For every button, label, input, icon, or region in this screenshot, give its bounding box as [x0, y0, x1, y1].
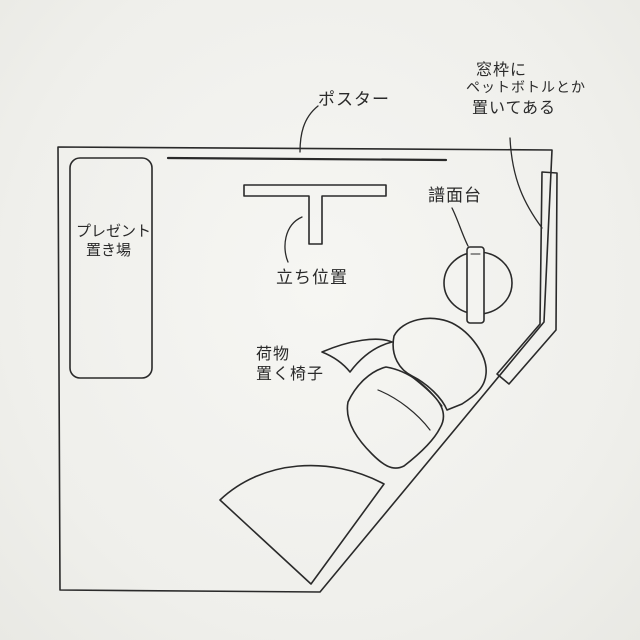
- poster-strip: [166, 156, 448, 162]
- window-note-line1: 窓枠に: [476, 60, 528, 79]
- chair-label-line1: 荷物: [256, 344, 291, 363]
- window-note-leader: [509, 137, 543, 229]
- chair-label-line2: 置く椅子: [256, 364, 325, 383]
- music-stand: [443, 246, 513, 324]
- present-area-label: プレゼント 置き場: [76, 222, 151, 260]
- standing-position-marker: [243, 184, 387, 245]
- chair: [346, 317, 487, 469]
- window-note-line2: ペットボトルとか: [466, 80, 586, 96]
- present-label-line2: 置き場: [86, 240, 132, 259]
- chair-label: 荷物 置く椅子: [256, 344, 324, 384]
- door-swing: [219, 464, 385, 585]
- chair-seat: [392, 317, 487, 411]
- window-frame: [496, 171, 558, 385]
- present-label-line1: プレゼント: [76, 222, 152, 240]
- music-stand-label: 譜面台: [428, 186, 482, 206]
- window-note: 窓枠に ペットボトルとか 置いてある: [466, 60, 586, 118]
- chair-pointer: [321, 338, 393, 373]
- chair-back: [346, 366, 445, 469]
- poster-label: ポスター: [318, 90, 390, 110]
- present-area: [69, 157, 153, 379]
- standing-position-label: 立ち位置: [276, 268, 348, 288]
- window-note-line3: 置いてある: [472, 97, 557, 117]
- poster-leader: [299, 105, 319, 153]
- standing-leader: [284, 216, 303, 263]
- room-outline: [57, 146, 553, 593]
- music-stand-leader: [451, 207, 469, 247]
